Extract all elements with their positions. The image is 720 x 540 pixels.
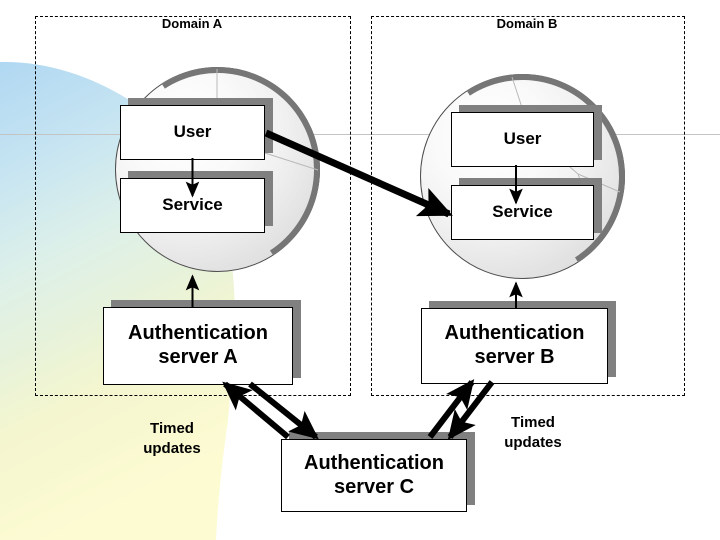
node-auth-server-a[interactable]: Authentication server A: [103, 300, 301, 385]
node-user-b[interactable]: User: [451, 105, 602, 167]
node-auth-server-b[interactable]: Authentication server B: [421, 301, 616, 384]
node-user-a-label: User: [120, 105, 265, 160]
domain-b-label: Domain B: [496, 16, 558, 31]
node-service-b[interactable]: Service: [451, 178, 602, 240]
node-auth-server-c[interactable]: Authentication server C: [281, 432, 475, 512]
caption-timed-updates-right: Timed updates: [504, 414, 562, 451]
node-user-a[interactable]: User: [120, 98, 273, 160]
node-user-b-label: User: [451, 112, 594, 167]
caption-timed-updates-left: Timed updates: [143, 420, 201, 457]
node-auth-server-b-label: Authentication server B: [421, 308, 608, 384]
domain-a-label: Domain A: [161, 16, 223, 31]
node-service-a[interactable]: Service: [120, 171, 273, 233]
node-service-b-label: Service: [451, 185, 594, 240]
node-auth-server-c-label: Authentication server C: [281, 439, 467, 512]
node-auth-server-a-label: Authentication server A: [103, 307, 293, 385]
node-service-a-label: Service: [120, 178, 265, 233]
